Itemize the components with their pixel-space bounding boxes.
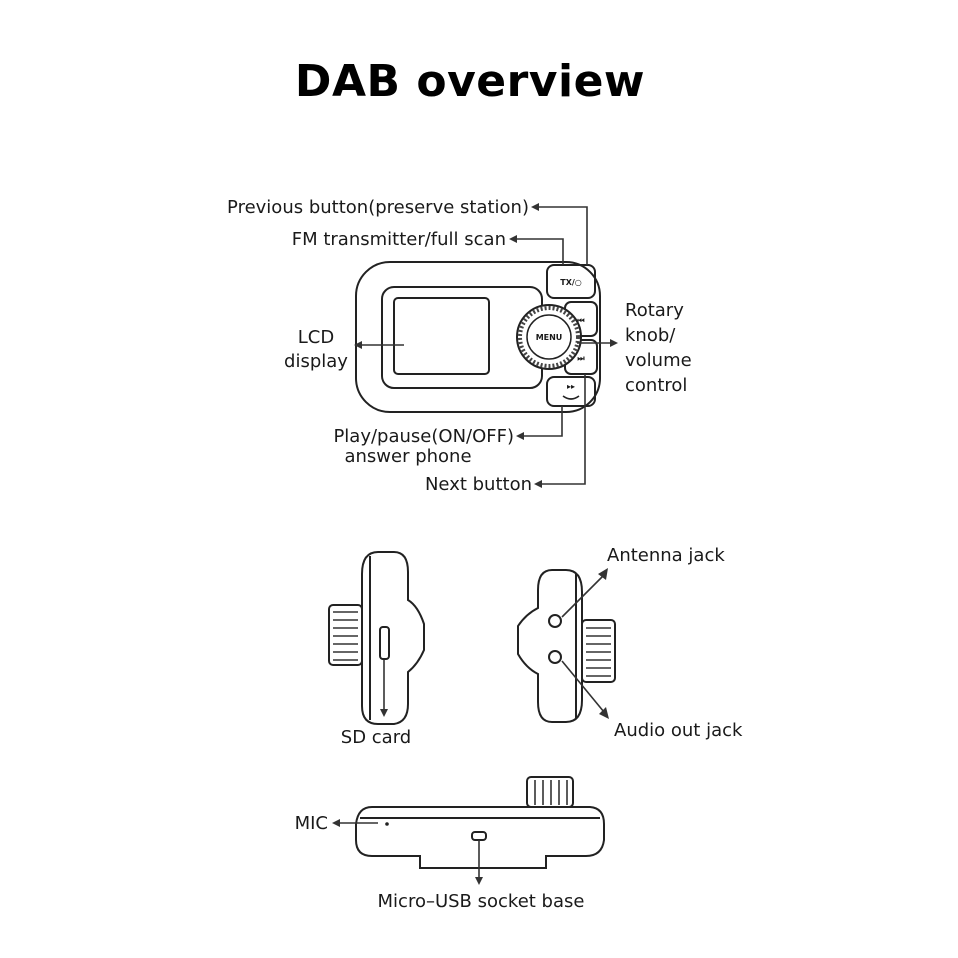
phone-icon xyxy=(562,395,580,400)
label-mic: MIC xyxy=(295,813,328,834)
previous-arrow xyxy=(531,203,539,211)
right-side-view xyxy=(517,568,616,723)
next-button-icon: ⏭ xyxy=(577,354,585,363)
bottom-view xyxy=(332,776,605,885)
micro-usb-socket[interactable] xyxy=(471,831,487,841)
antenna-arrow xyxy=(598,568,608,580)
label-play-pause-line2: answer phone xyxy=(344,446,471,467)
label-micro-usb: Micro–USB socket base xyxy=(378,891,585,912)
sd-card-slot[interactable] xyxy=(379,626,390,660)
label-lcd-line2: display xyxy=(284,351,348,372)
right-side-knob xyxy=(581,619,616,683)
play-pause-icon: ▸▸ xyxy=(567,382,575,391)
label-rotary-line1: Rotary xyxy=(625,300,684,321)
audio-arrow xyxy=(599,707,609,719)
front-view: TX/○ ⏮ ⏭ MENU ▸▸ xyxy=(354,203,618,488)
label-antenna-jack: Antenna jack xyxy=(607,545,725,566)
label-rotary-line3: volume xyxy=(625,350,692,371)
label-lcd-line1: LCD xyxy=(298,327,334,348)
next-leader-line xyxy=(540,374,586,485)
label-rotary-line2: knob/ xyxy=(625,325,676,346)
label-play-pause-line1: Play/pause(ON/OFF) xyxy=(333,426,514,447)
next-arrow xyxy=(534,480,542,488)
menu-label: MENU xyxy=(536,333,563,342)
left-side-body xyxy=(361,551,425,725)
usb-arrow xyxy=(475,877,483,885)
antenna-jack[interactable] xyxy=(548,614,562,628)
fm-leader-line xyxy=(515,238,564,265)
audio-leader-line xyxy=(561,660,605,713)
play-pause-button[interactable] xyxy=(546,376,596,407)
rotary-arrow xyxy=(610,339,618,347)
tx-button-label: TX/○ xyxy=(560,278,582,287)
mic-hole xyxy=(385,822,389,826)
bottom-view-body xyxy=(355,806,605,869)
antenna-leader-line xyxy=(561,574,605,618)
fm-arrow xyxy=(509,235,517,243)
left-side-knob xyxy=(328,604,363,666)
right-side-body xyxy=(517,569,583,723)
device-body xyxy=(355,261,601,413)
previous-leader-line xyxy=(537,206,588,265)
label-sd-card: SD card xyxy=(341,727,411,748)
play-pause-arrow xyxy=(516,432,524,440)
audio-out-jack[interactable] xyxy=(548,650,562,664)
sd-arrow xyxy=(380,709,388,717)
left-side-view xyxy=(328,551,425,725)
play-pause-leader-line xyxy=(522,406,563,437)
rotary-knob-ring xyxy=(518,306,580,368)
label-audio-out-jack: Audio out jack xyxy=(614,720,743,741)
mic-arrow xyxy=(332,819,340,827)
label-fm-transmitter: FM transmitter/full scan xyxy=(292,229,506,250)
label-rotary-line4: control xyxy=(625,375,687,396)
bottom-view-knob xyxy=(526,776,574,808)
prev-button-icon: ⏮ xyxy=(577,316,584,325)
label-previous-button: Previous button(preserve station) xyxy=(227,197,529,218)
lcd-display xyxy=(393,297,490,375)
label-next-button: Next button xyxy=(425,474,532,495)
lcd-arrow xyxy=(354,341,362,349)
tx-button[interactable] xyxy=(546,264,596,299)
page-title: DAB overview xyxy=(294,56,646,107)
rotary-knob-inner xyxy=(526,314,572,360)
